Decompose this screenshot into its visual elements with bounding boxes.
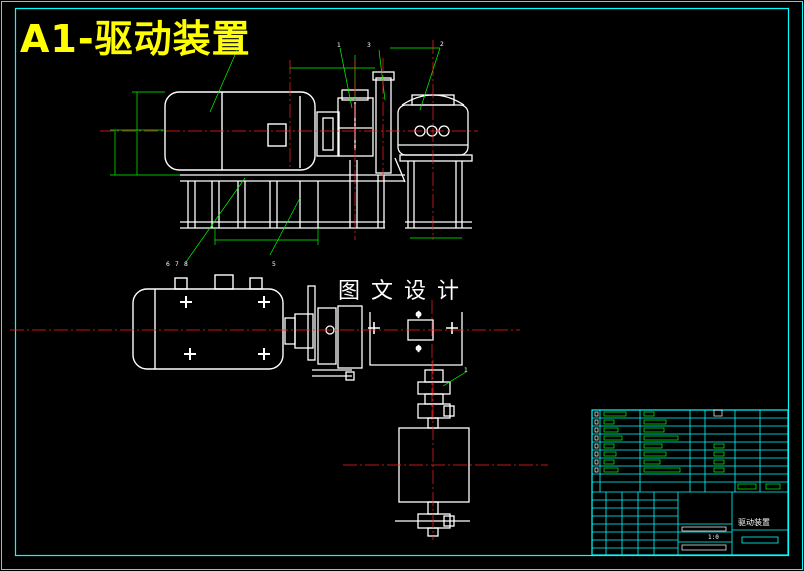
callout-label: 2 xyxy=(440,41,444,48)
motor-top xyxy=(132,274,284,370)
svg-text:ф: ф xyxy=(416,345,421,352)
callout-label: 1 xyxy=(464,367,468,374)
title-block-drawing-name: 驱动装置 xyxy=(738,518,770,527)
side-view xyxy=(343,360,548,540)
front-view xyxy=(100,40,478,263)
title-block-scale: 1:0 xyxy=(708,534,719,541)
callout-label: 7 xyxy=(175,261,179,268)
title-block xyxy=(591,409,789,556)
callout-label: 1 xyxy=(337,42,341,49)
reducer-top: ф ф xyxy=(368,310,463,366)
callout-labels: 1 3 2 4 5 6 7 8 1 xyxy=(166,41,468,374)
svg-text:ф: ф xyxy=(416,311,421,318)
base-frame xyxy=(180,157,472,229)
title-block-small-marks xyxy=(594,409,727,551)
callout-label: 8 xyxy=(184,261,188,268)
drawing-title: A1-驱动装置 xyxy=(20,17,251,61)
side-leader xyxy=(442,371,467,387)
side-outline xyxy=(395,369,470,537)
front-dimensions xyxy=(110,47,462,263)
callout-label: 5 xyxy=(272,261,276,268)
side-centerlines xyxy=(343,360,548,540)
coupling-front xyxy=(316,71,395,174)
callout-label: 3 xyxy=(367,42,371,49)
watermark-text: 图文设计 xyxy=(338,279,471,304)
title-block-entries xyxy=(603,411,781,490)
coupling-top xyxy=(284,285,363,381)
reducer-front xyxy=(397,94,473,162)
top-centerlines xyxy=(10,300,520,420)
front-centerlines xyxy=(100,40,478,240)
top-view: ф ф xyxy=(10,274,520,420)
callout-label: 4 xyxy=(236,42,240,49)
callout-label: 6 xyxy=(166,261,170,268)
